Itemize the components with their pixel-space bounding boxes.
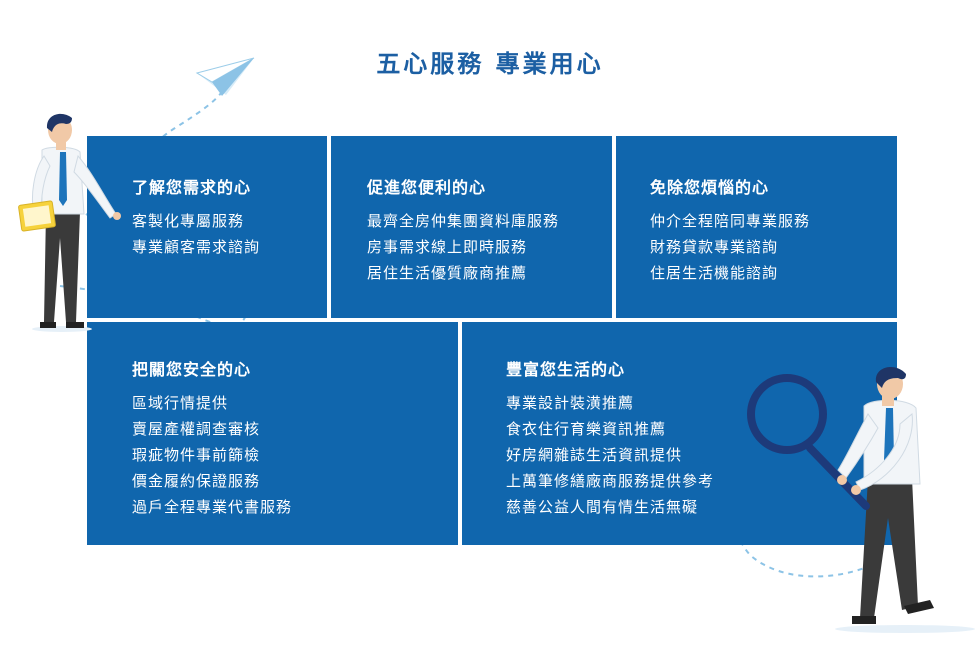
list-item: 食衣住行育樂資訊推薦 [506, 420, 667, 438]
list-item: 瑕疵物件事前篩檢 [132, 446, 261, 464]
card-heading: 把關您安全的心 [132, 360, 252, 379]
card-understand-needs: 了解您需求的心 客製化專屬服務 專業顧客需求諮詢 [87, 136, 327, 318]
card-item-list: 專業設計裝潢推薦 食衣住行育樂資訊推薦 好房網雜誌生活資訊提供 上萬筆修繕廠商服… [506, 390, 897, 520]
card-heading: 免除您煩惱的心 [650, 178, 770, 197]
list-item: 專業設計裝潢推薦 [506, 394, 635, 412]
card-item-list: 仲介全程陪同專業服務 財務貸款專業諮詢 住居生活機能諮詢 [650, 208, 897, 286]
card-item-list: 最齊全房仲集團資料庫服務 房事需求線上即時服務 居住生活優質廠商推薦 [367, 208, 612, 286]
list-item: 過戶全程專業代書服務 [132, 498, 293, 516]
card-convenience: 促進您便利的心 最齊全房仲集團資料庫服務 房事需求線上即時服務 居住生活優質廠商… [331, 136, 612, 318]
list-item: 區域行情提供 [132, 394, 229, 412]
list-item: 專業顧客需求諮詢 [132, 238, 261, 256]
list-item: 客製化專屬服務 [132, 212, 245, 230]
page-title: 五心服務 專業用心 [376, 50, 604, 78]
list-item: 慈善公益人間有情生活無礙 [506, 498, 699, 516]
list-item: 住居生活機能諮詢 [650, 264, 779, 282]
list-item: 房事需求線上即時服務 [367, 238, 528, 256]
list-item: 好房網雜誌生活資訊提供 [506, 446, 683, 464]
list-item: 價金履約保證服務 [132, 472, 261, 490]
list-item: 上萬筆修繕廠商服務提供參考 [506, 472, 715, 490]
list-item: 仲介全程陪同專業服務 [650, 212, 811, 230]
card-worry-free: 免除您煩惱的心 仲介全程陪同專業服務 財務貸款專業諮詢 住居生活機能諮詢 [616, 136, 897, 318]
list-item: 最齊全房仲集團資料庫服務 [367, 212, 560, 230]
card-item-list: 客製化專屬服務 專業顧客需求諮詢 [132, 208, 327, 260]
list-item: 賣屋產權調查審核 [132, 420, 261, 438]
card-heading: 了解您需求的心 [132, 178, 252, 197]
card-heading: 促進您便利的心 [367, 178, 487, 197]
card-heading: 豐富您生活的心 [506, 360, 626, 379]
list-item: 居住生活優質廠商推薦 [367, 264, 528, 282]
card-enrich-life: 豐富您生活的心 專業設計裝潢推薦 食衣住行育樂資訊推薦 好房網雜誌生活資訊提供 … [462, 322, 897, 545]
list-item: 財務貸款專業諮詢 [650, 238, 779, 256]
card-safety: 把關您安全的心 區域行情提供 賣屋產權調查審核 瑕疵物件事前篩檢 價金履約保證服… [87, 322, 458, 545]
card-item-list: 區域行情提供 賣屋產權調查審核 瑕疵物件事前篩檢 價金履約保證服務 過戶全程專業… [132, 390, 458, 520]
